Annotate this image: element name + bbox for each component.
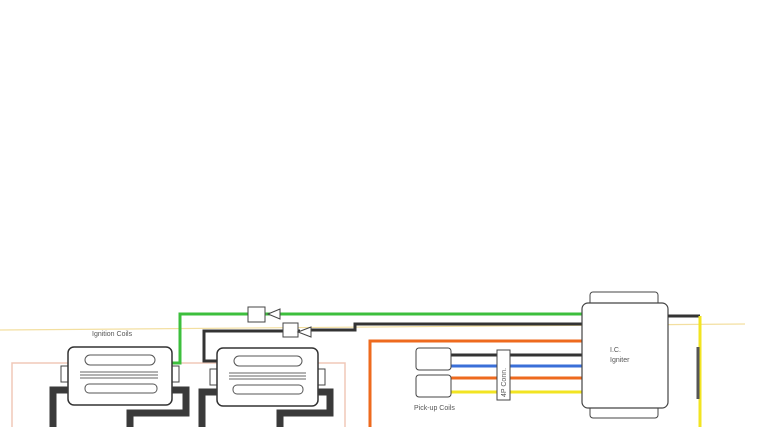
4p-connector-label: 4P Conn. (501, 368, 508, 397)
green-plug-icon (266, 308, 281, 320)
orange-wire (368, 339, 582, 427)
ignition-coils-label: Ignition Coils (92, 331, 133, 338)
coil-lead-wires (49, 386, 334, 427)
4p-connector (496, 349, 511, 401)
ic-igniter-label-2: Igniter (610, 357, 630, 364)
ic-igniter-label-1: I.C. (610, 347, 621, 354)
black-plug-icon (296, 326, 312, 338)
black-wire (202, 322, 582, 363)
pickup-coil-1 (415, 347, 452, 371)
ignition-coil-2 (209, 347, 326, 407)
ic-igniter (581, 291, 669, 419)
black-connector (282, 322, 299, 338)
pickup-coil-2 (415, 374, 452, 398)
green-connector (247, 306, 266, 323)
pickup-coils-label: Pick-up Coils (414, 405, 455, 412)
ignition-coil-1 (60, 346, 180, 406)
